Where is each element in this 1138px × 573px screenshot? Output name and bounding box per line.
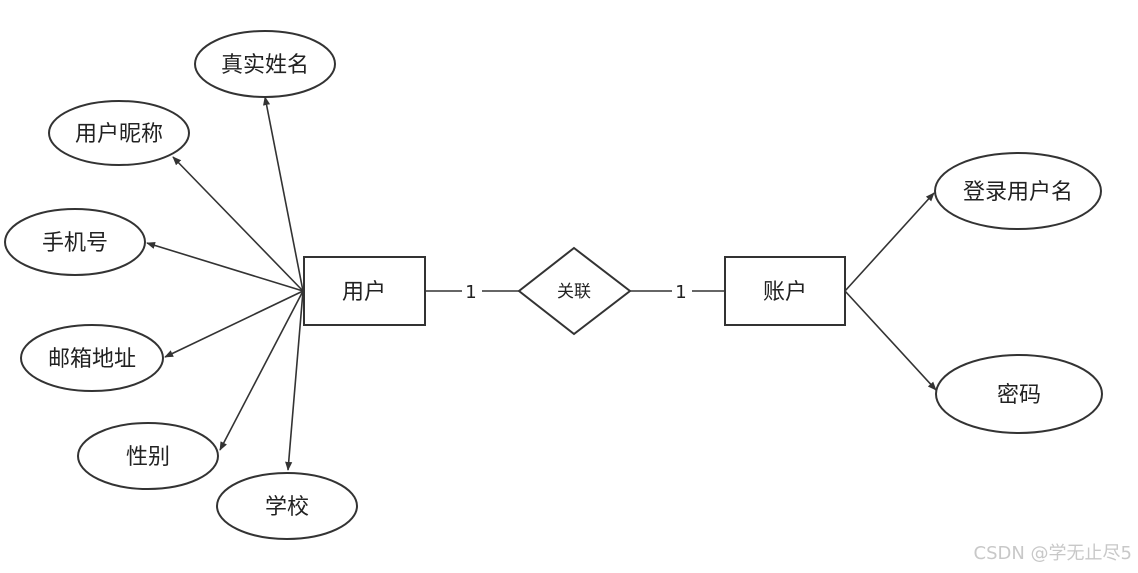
edge-user-email	[164, 290, 304, 358]
attribute-gender[interactable]: 性别	[77, 422, 219, 490]
edge-user-phone	[146, 241, 304, 292]
attribute-email-label: 邮箱地址	[48, 347, 136, 372]
attribute-phone[interactable]: 手机号	[4, 208, 146, 276]
edge-user-real-name	[263, 96, 304, 292]
cardinality-right-bg	[672, 280, 692, 302]
account-attribute-edges	[844, 192, 937, 391]
attribute-login-name-label: 登录用户名	[963, 180, 1073, 205]
attribute-password[interactable]: 密码	[935, 354, 1103, 434]
edge-account-login-name	[844, 192, 935, 292]
attribute-login-name[interactable]: 登录用户名	[934, 152, 1102, 230]
attribute-school-label: 学校	[265, 495, 309, 520]
edge-user-nickname	[172, 156, 304, 292]
relationship-diamond[interactable]: 关联	[517, 246, 632, 336]
cardinality-right: 1	[675, 282, 686, 303]
edge-account-password	[844, 290, 937, 391]
attribute-gender-label: 性别	[126, 445, 170, 470]
edge-user-school	[285, 290, 304, 471]
attribute-real-name[interactable]: 真实姓名	[194, 30, 336, 98]
watermark: CSDN @学无止尽5	[974, 543, 1133, 564]
attribute-email[interactable]: 邮箱地址	[20, 324, 164, 392]
attribute-phone-label: 手机号	[42, 231, 108, 256]
attribute-password-label: 密码	[997, 383, 1041, 408]
edge-user-gender	[219, 290, 304, 451]
attribute-nickname-label: 用户昵称	[75, 122, 163, 147]
relationship-label: 关联	[557, 282, 591, 302]
entity-user-label: 用户	[342, 280, 386, 305]
cardinality-left-bg	[462, 280, 482, 302]
entity-user[interactable]: 用户	[303, 256, 426, 326]
entity-account-label: 账户	[763, 280, 807, 305]
entity-account[interactable]: 账户	[724, 256, 846, 326]
cardinality-left: 1	[465, 282, 476, 303]
attribute-nickname[interactable]: 用户昵称	[48, 100, 190, 166]
attribute-school[interactable]: 学校	[216, 472, 358, 540]
attribute-real-name-label: 真实姓名	[221, 53, 309, 78]
user-attribute-edges	[146, 96, 304, 471]
